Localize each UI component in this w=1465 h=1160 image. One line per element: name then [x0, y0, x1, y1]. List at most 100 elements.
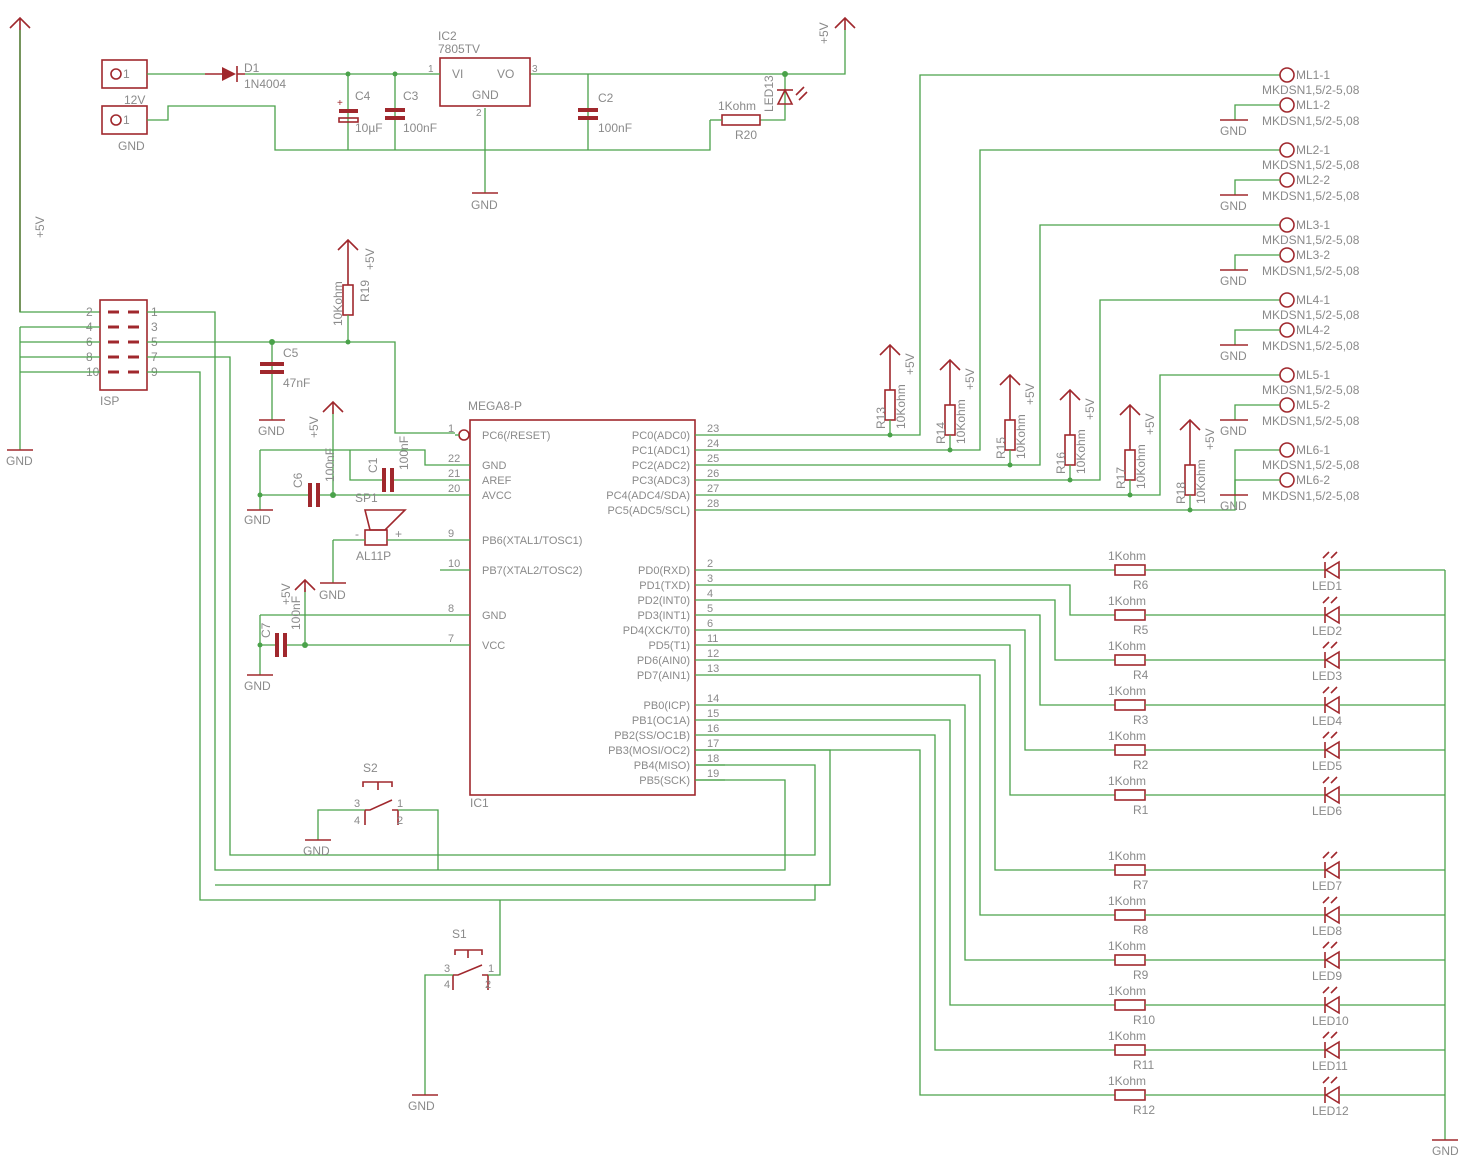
terminal-pin-b [1279, 322, 1295, 338]
gnd-s2-label: GND [303, 844, 330, 858]
led-symbol [1324, 1085, 1340, 1105]
terminal-value-b: MKDSN1,5/2-5,08 [1262, 414, 1360, 428]
mcu-pin-name: PC2(ADC2) [632, 460, 690, 472]
terminal-pin-b [1279, 247, 1295, 263]
gnd-c7-label: GND [244, 679, 271, 693]
led-rays [1322, 986, 1338, 994]
power-supply: 1 12V 1 GND D1 1N4004 + C4 10µF [101, 16, 856, 212]
led-resistor-value: 1Kohm [1108, 684, 1146, 698]
s2-name: S2 [363, 761, 378, 775]
terminal-pin-a [1279, 67, 1295, 83]
terminal-pin-a [1279, 367, 1295, 383]
terminal-gnd-wire [1234, 254, 1280, 270]
mcu-pin-number: 19 [707, 768, 719, 780]
terminal-gnd-wire [1234, 104, 1280, 120]
led-resistor [1114, 864, 1146, 876]
terminal-pin-a [1279, 292, 1295, 308]
c3-value: 100nF [403, 121, 437, 135]
terminal-label-b: ML2-2 [1296, 173, 1330, 187]
gnd-sp1-label: GND [319, 588, 346, 602]
mcu-pin-name: AVCC [482, 490, 512, 502]
isp-pin-right: 3 [151, 320, 158, 334]
junction [1067, 477, 1073, 483]
mcu-pin-number: 4 [707, 588, 713, 600]
capacitor-c5-plate1 [260, 362, 284, 366]
led-name: LED4 [1312, 714, 1342, 728]
led-name: LED9 [1312, 969, 1342, 983]
mcu-pin-name: PB4(MISO) [634, 760, 690, 772]
led-resistor-name: R11 [1133, 1058, 1154, 1072]
terminal-value-a: MKDSN1,5/2-5,08 [1262, 458, 1360, 472]
s1-name: S1 [452, 927, 467, 941]
led-resistor-value: 1Kohm [1108, 939, 1146, 953]
mcu-pin-number: 28 [707, 498, 719, 510]
pullup-value: 10Kohm [894, 384, 908, 429]
capacitor-c3 [385, 108, 405, 120]
sp1-minus: - [355, 527, 359, 541]
mcu-pin-number: 21 [448, 468, 460, 480]
led-resistor-name: R12 [1133, 1103, 1155, 1117]
decoupling-top: +5V C6 100nF C1 100nF GND [244, 400, 440, 527]
pullup-name: R16 [1054, 452, 1068, 474]
regulator-gnd: GND [472, 88, 499, 102]
vcc-pullup-label: +5V [963, 368, 977, 390]
led-resistor-name: R7 [1133, 878, 1149, 892]
junction [1007, 462, 1013, 468]
mcu-pin-number: 13 [707, 663, 719, 675]
reset-network: +5V 10Kohm R19 C5 47nF GND [258, 238, 377, 438]
led-symbol [1324, 950, 1340, 970]
decoupling-bottom: +5V C7 100nF GND [244, 578, 440, 693]
mcu-pin-name: PD2(INT0) [637, 595, 690, 607]
terminal-label-a: ML5-1 [1296, 368, 1330, 382]
jack-12v-pin-number: 1 [123, 67, 130, 81]
ic2-name: IC2 [438, 29, 457, 43]
mcu-pin-name: PB6(XTAL1/TOSC1) [482, 535, 582, 547]
isp-name: ISP [100, 394, 119, 408]
mcu-pin-name: PB5(SCK) [639, 775, 690, 787]
pullup-value: 10Kohm [1194, 459, 1208, 504]
c6-value: 100nF [323, 448, 337, 482]
c2-name: C2 [598, 91, 614, 105]
terminal-pin-b [1279, 472, 1295, 488]
led-symbol [1324, 1040, 1340, 1060]
vcc-arrow-pullup [879, 343, 901, 390]
mcu-body [469, 419, 696, 796]
mcu-pin-name: PB3(MOSI/OC2) [608, 745, 690, 757]
mcu-pin-number: 2 [707, 558, 713, 570]
mcu-pin-name: AREF [482, 475, 512, 487]
led-name: LED7 [1312, 879, 1342, 893]
terminal-pin-a [1279, 217, 1295, 233]
terminal-pin-b [1279, 397, 1295, 413]
d1-value: 1N4004 [244, 77, 286, 91]
vcc-arrow-pullup [1119, 403, 1141, 450]
jack-12v-label: 12V [124, 93, 145, 107]
mcu-pin-number: 26 [707, 468, 719, 480]
pullup-name: R14 [934, 422, 948, 444]
led-resistor-value: 1Kohm [1108, 594, 1146, 608]
led-resistor-value: 1Kohm [1108, 1029, 1146, 1043]
led-name: LED12 [1312, 1104, 1349, 1118]
junction [1127, 492, 1133, 498]
vcc-arrow-pullup [939, 358, 961, 405]
led-rays [1322, 686, 1338, 694]
led-signal-wire [725, 704, 1115, 961]
r19-value: 10Kohm [331, 281, 345, 326]
pullup-value: 10Kohm [1074, 429, 1088, 474]
mcu-pin-name: PB1(OC1A) [632, 715, 690, 727]
led-resistor [1114, 654, 1146, 666]
s2-pin1: 1 [397, 798, 403, 810]
terminal-pin-b [1279, 172, 1295, 188]
mcu-pin-name: PD7(AIN1) [637, 670, 690, 682]
mcu-ic1: MEGA8-P IC1 1PC6(/RESET)22GND21AREF20AVC… [440, 399, 725, 810]
terminal-label-b: ML1-2 [1296, 98, 1330, 112]
led-signal-wire [725, 659, 1115, 871]
led-symbol [1324, 995, 1340, 1015]
led-resistor-value: 1Kohm [1108, 729, 1146, 743]
led-resistor-value: 1Kohm [1108, 639, 1146, 653]
d1-name: D1 [244, 61, 260, 75]
c7-name: C7 [259, 622, 273, 638]
led-rays [1322, 641, 1338, 649]
vcc-arrow-pullup [1179, 418, 1201, 465]
mcu-pin-name: PC0(ADC0) [632, 430, 690, 442]
